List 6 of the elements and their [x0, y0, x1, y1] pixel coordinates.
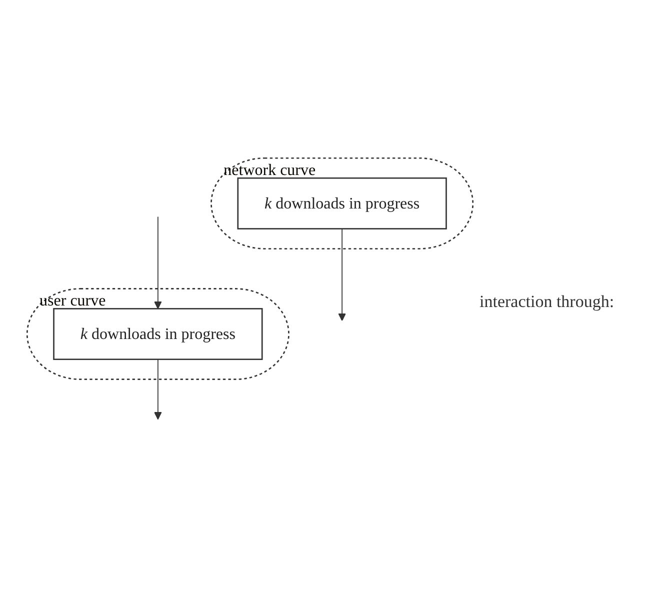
- arrow: [154, 216, 162, 309]
- node-box: k downloads in progress: [52, 308, 262, 360]
- arrow: [338, 228, 346, 321]
- node-box: k downloads in progress: [236, 177, 446, 230]
- note-text: interaction through:: [480, 292, 616, 312]
- arrow: [154, 358, 162, 420]
